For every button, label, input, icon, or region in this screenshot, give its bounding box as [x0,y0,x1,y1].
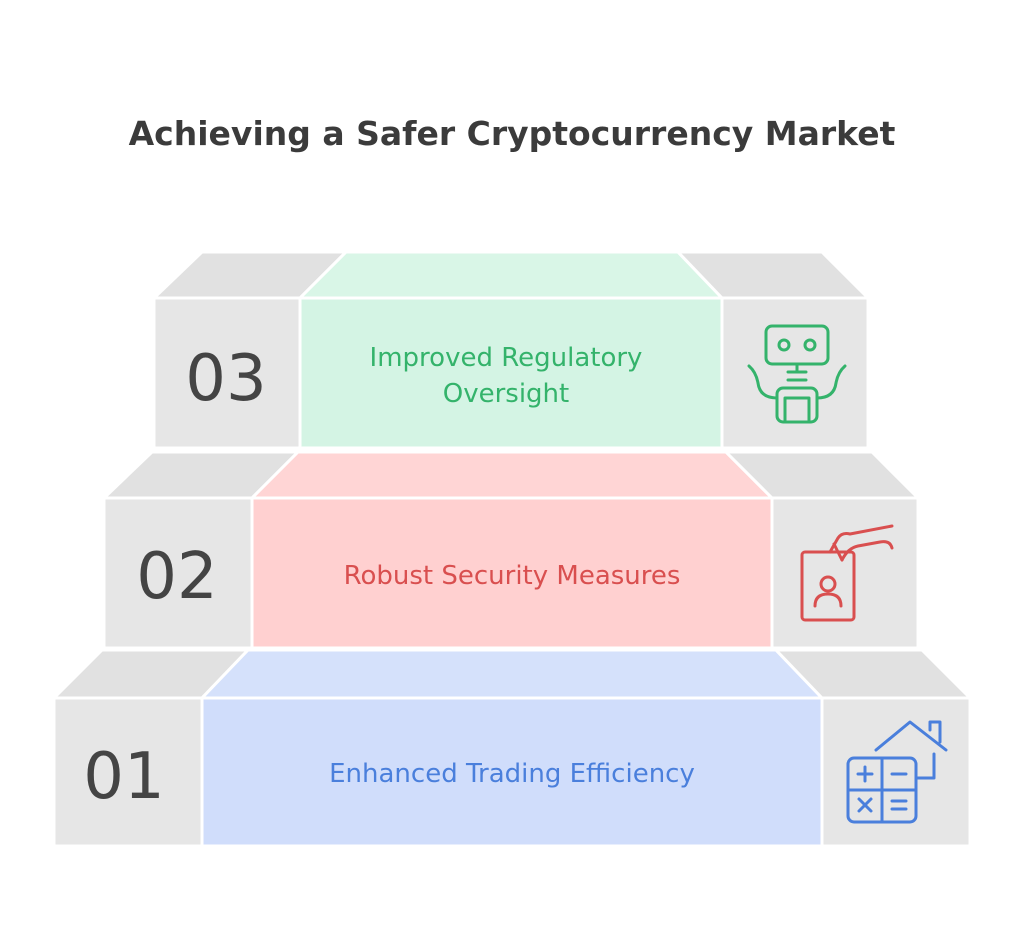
step-03-number-panel [152,296,302,450]
step-03-label-panel [298,296,724,450]
step-01-label-line-1: Enhanced Trading Efficiency [329,759,695,789]
step-02-number: 02 [136,540,217,614]
step-03-number: 03 [185,342,266,416]
robot-icon [747,324,847,424]
step-01-number: 01 [83,740,164,814]
step-02-number-panel [102,496,254,650]
step-02: 02 Robust Security Measures [100,450,922,650]
step-01-label-panel [200,696,824,848]
step-01: 01 Enhanced Trading Efficiency [50,648,974,848]
step-03: 03 Improved Regulatory Oversight [150,250,872,450]
step-01-center-top [198,648,826,700]
id-badge-hand-icon [800,524,894,622]
step-02-icon-panel [770,496,920,650]
step-01-icon-panel [820,696,972,848]
step-02-label-line-1: Robust Security Measures [344,561,681,591]
step-03-center-top [296,250,726,300]
step-02-center-top [248,450,776,500]
step-01-number-panel [52,696,204,848]
step-03-label-line-2: Oversight [443,379,569,409]
calculator-house-icon [846,720,948,824]
step-03-label-line-1: Improved Regulatory [370,343,643,373]
page-title: Achieving a Safer Cryptocurrency Market [129,114,896,153]
